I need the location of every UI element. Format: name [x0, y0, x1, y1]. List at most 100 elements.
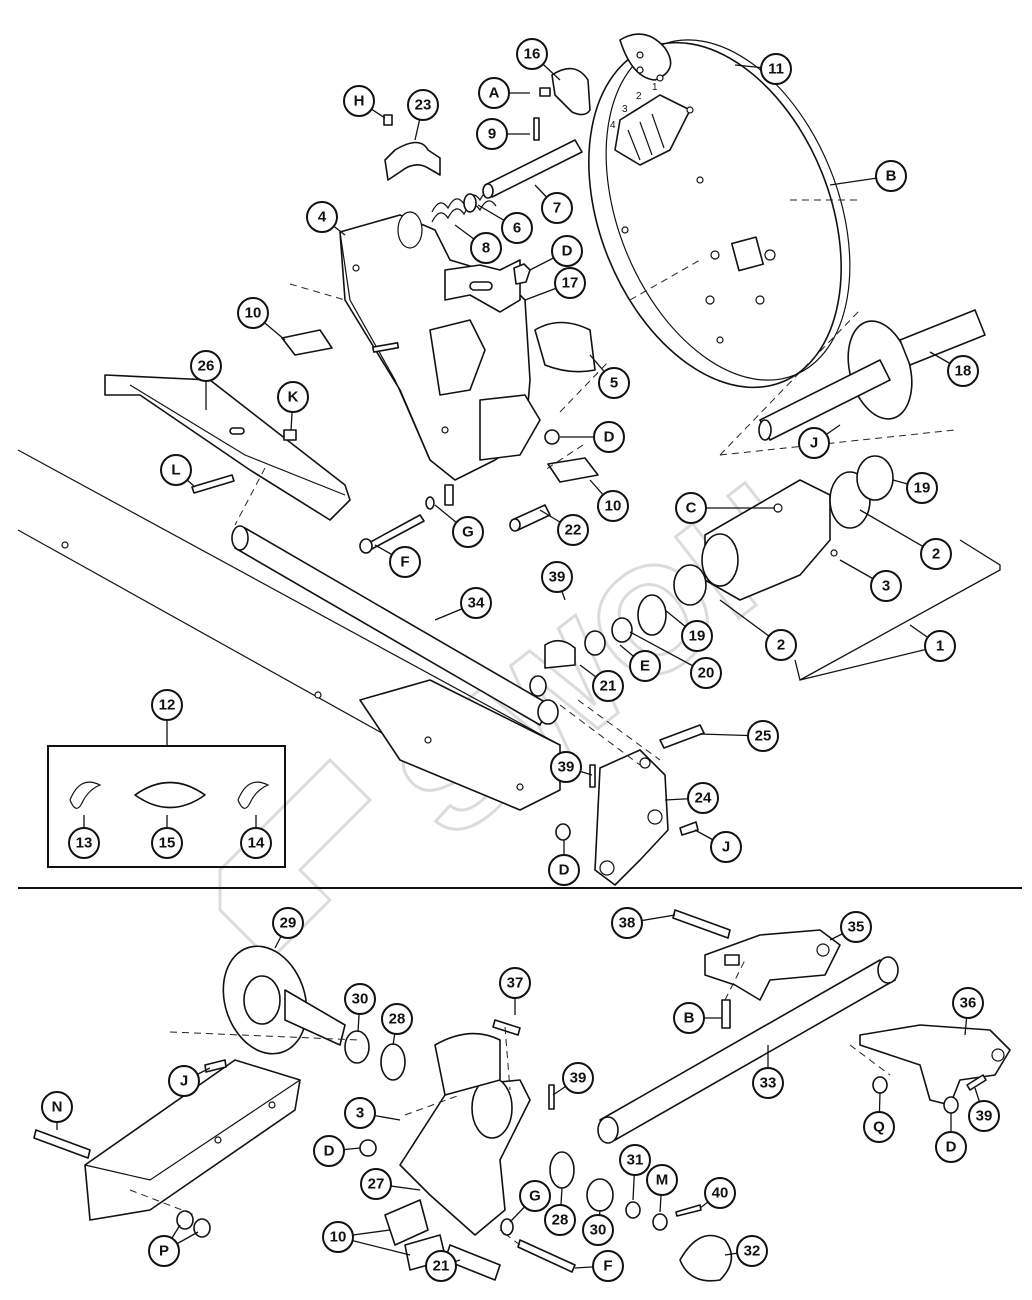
callout-circle	[947, 355, 979, 387]
callout-b: B	[829, 160, 907, 192]
hub-cap	[679, 1234, 733, 1282]
dial-number: 2	[636, 91, 642, 102]
callout-circle	[840, 911, 872, 943]
callout-p: P	[148, 1224, 181, 1267]
callout-9: 9	[476, 118, 530, 150]
axle-tube	[597, 956, 899, 1144]
nut	[513, 263, 531, 285]
callout-d: D	[548, 840, 580, 886]
callout-circle	[875, 160, 907, 192]
callout-28: 28	[544, 1187, 576, 1236]
callout-circle	[151, 827, 183, 859]
bolt	[872, 1076, 888, 1094]
callout-circle	[554, 267, 586, 299]
callout-g: G	[434, 504, 484, 548]
callout-circle	[760, 53, 792, 85]
callout-k: K	[277, 381, 309, 431]
dial-number: 3	[622, 104, 628, 115]
callout-e: E	[619, 644, 661, 682]
callout-29: 29	[272, 907, 304, 949]
bolt	[33, 1129, 91, 1159]
callout-circle	[747, 720, 779, 752]
nut	[555, 823, 571, 841]
callout-25: 25	[699, 720, 779, 752]
callout-circle	[381, 1003, 413, 1035]
callout-label: 37	[507, 975, 524, 992]
callout-label: G	[462, 524, 474, 541]
callout-1: 1	[909, 624, 956, 662]
callout-39: 39	[550, 751, 593, 783]
callout-label: 2	[932, 546, 940, 563]
mount-bracket	[84, 1059, 301, 1221]
pin	[659, 724, 705, 749]
callout-circle	[277, 381, 309, 413]
callout-10: 10	[237, 297, 286, 341]
callout-label: 11	[768, 61, 784, 78]
callout-circle	[704, 1177, 736, 1209]
callout-27: 27	[360, 1168, 421, 1200]
pin	[966, 1074, 987, 1091]
callout-d: D	[313, 1135, 361, 1167]
callout-circle	[240, 827, 272, 859]
callout-36: 36	[952, 987, 984, 1036]
callout-circle	[629, 650, 661, 682]
callout-circle	[582, 1214, 614, 1246]
callout-d: D	[529, 235, 583, 271]
castle-nut	[652, 1213, 668, 1231]
callout-label: F	[400, 554, 409, 571]
callout-30: 30	[582, 1209, 614, 1246]
clip-right	[237, 781, 270, 809]
callout-label: 28	[389, 1011, 406, 1028]
callout-label: H	[354, 93, 365, 110]
callout-circle	[924, 630, 956, 662]
callout-label: 26	[198, 358, 215, 375]
callout-circle	[470, 232, 502, 264]
main-beam	[17, 449, 561, 811]
callout-label: 30	[352, 991, 369, 1008]
callout-label: 25	[755, 728, 772, 745]
callout-circle	[557, 514, 589, 546]
callout-label: 14	[248, 835, 265, 852]
callout-label: B	[886, 168, 897, 185]
callout-circle	[501, 212, 533, 244]
callout-label: G	[529, 1188, 541, 1205]
callout-label: Q	[873, 1119, 885, 1136]
callout-circle	[168, 1065, 200, 1097]
callout-label: 8	[482, 240, 490, 257]
callout-circle	[935, 1131, 967, 1163]
callout-circle	[452, 516, 484, 548]
wear-pad	[384, 1199, 429, 1246]
callout-label: 21	[600, 678, 617, 695]
wear-pad	[281, 329, 333, 356]
hub-shaft	[758, 309, 986, 441]
pin	[672, 909, 731, 939]
bolt	[364, 514, 425, 551]
callout-circle	[646, 1164, 678, 1196]
callout-circle	[863, 1111, 895, 1143]
callout-circle	[478, 77, 510, 109]
callout-circle	[675, 492, 707, 524]
callout-circle	[41, 1091, 73, 1123]
bolt	[191, 474, 235, 494]
callout-circle	[593, 421, 625, 453]
callout-circle	[611, 907, 643, 939]
callout-circle	[425, 1250, 457, 1282]
pin	[533, 117, 540, 141]
callout-label: 18	[955, 363, 972, 380]
callout-19: 19	[664, 609, 713, 652]
callout-4: 4	[306, 201, 346, 236]
callout-label: D	[559, 862, 570, 879]
callout-circle	[710, 831, 742, 863]
callout-label: L	[171, 462, 180, 479]
callout-label: 1	[936, 638, 944, 655]
link-bracket	[594, 749, 669, 886]
callout-j: J	[694, 829, 742, 863]
callout-circle	[551, 235, 583, 267]
reel-disc: 4 3 2 1	[588, 33, 851, 389]
callout-label: 35	[848, 919, 865, 936]
bracket-right	[859, 1024, 1011, 1106]
callout-31: 31	[619, 1144, 651, 1201]
callout-c: C	[675, 492, 775, 524]
callout-label: F	[603, 1258, 612, 1275]
callout-g: G	[509, 1180, 551, 1223]
